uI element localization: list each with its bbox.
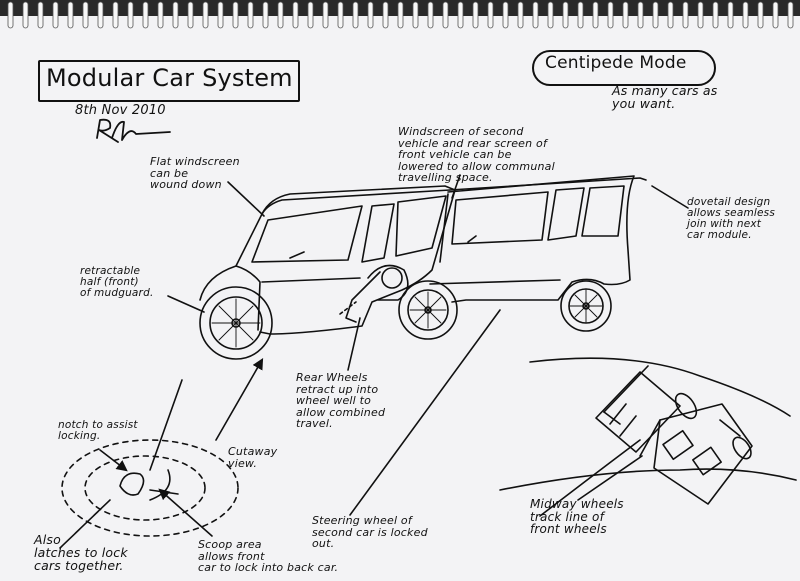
binding-coil bbox=[22, 1, 29, 29]
binding-coil bbox=[787, 1, 794, 29]
lock-detail-diagram bbox=[59, 379, 239, 549]
spiral-binding bbox=[0, 0, 800, 29]
centipede-frame bbox=[532, 50, 716, 86]
rear-wheels-note: Rear Wheels retract up into wheel well t… bbox=[296, 371, 386, 431]
second-car-roof bbox=[449, 177, 647, 191]
signature-mark bbox=[96, 118, 171, 143]
binding-coil bbox=[652, 1, 659, 29]
dovetail-note: dovetail design allows seamless join wit… bbox=[687, 196, 775, 242]
top-view-sketch bbox=[499, 357, 797, 517]
binding-coil bbox=[682, 1, 689, 29]
leader-rear-wheels bbox=[347, 317, 361, 371]
leader-mudguard bbox=[167, 295, 205, 313]
binding-coil bbox=[427, 1, 434, 29]
binding-coil bbox=[112, 1, 119, 29]
binding-coil bbox=[697, 1, 704, 29]
midway-wheels-note: Midway wheels track line of front wheels bbox=[530, 497, 624, 537]
sketch-date: 8th Nov 2010 bbox=[75, 103, 166, 118]
binding-coil bbox=[487, 1, 494, 29]
binding-coil bbox=[592, 1, 599, 29]
binding-coil bbox=[547, 1, 554, 29]
binding-coil bbox=[157, 1, 164, 29]
front-car-door-handle bbox=[289, 251, 305, 259]
front-car-windscreen bbox=[251, 205, 363, 263]
binding-coil bbox=[247, 1, 254, 29]
binding-coil bbox=[517, 1, 524, 29]
binding-coil bbox=[202, 1, 209, 29]
binding-coil bbox=[742, 1, 749, 29]
middle-wheel bbox=[398, 280, 458, 340]
binding-coil bbox=[307, 1, 314, 29]
binding-coil bbox=[277, 1, 284, 29]
binding-coil bbox=[37, 1, 44, 29]
binding-coil bbox=[412, 1, 419, 29]
scoop-note: Scoop area allows front car to lock into… bbox=[198, 538, 339, 575]
mudguard-note: retractable half (front) of mudguard. bbox=[80, 265, 154, 300]
flat-windscreen-note: Flat windscreen can be wound down bbox=[150, 155, 240, 192]
second-car-door-handle bbox=[467, 235, 477, 243]
binding-coil bbox=[562, 1, 569, 29]
binding-coil bbox=[757, 1, 764, 29]
second-car-body bbox=[447, 175, 635, 303]
front-car-rear-window bbox=[395, 195, 447, 257]
binding-coil bbox=[217, 1, 224, 29]
leader-midway bbox=[577, 455, 643, 501]
leader-flat-windscreen bbox=[227, 181, 265, 217]
binding-coil bbox=[262, 1, 269, 29]
leader-cutaway bbox=[215, 358, 264, 441]
binding-coil bbox=[727, 1, 734, 29]
leader-steering bbox=[349, 309, 501, 516]
binding-coil bbox=[52, 1, 59, 29]
binding-coil bbox=[172, 1, 179, 29]
rear-wheel bbox=[560, 280, 612, 332]
front-wheel bbox=[199, 286, 273, 360]
binding-coil bbox=[97, 1, 104, 29]
binding-coil bbox=[712, 1, 719, 29]
binding-coil bbox=[382, 1, 389, 29]
binding-coil bbox=[367, 1, 374, 29]
binding-coil bbox=[322, 1, 329, 29]
notch-note: notch to assist locking. bbox=[58, 419, 138, 443]
binding-coil bbox=[232, 1, 239, 29]
binding-coil bbox=[457, 1, 464, 29]
binding-coil bbox=[532, 1, 539, 29]
front-car-side-window bbox=[361, 203, 395, 263]
binding-coil bbox=[472, 1, 479, 29]
second-car-side-window bbox=[547, 187, 585, 241]
binding-coil bbox=[82, 1, 89, 29]
binding-coil bbox=[7, 1, 14, 29]
windscreen-note: Windscreen of second vehicle and rear sc… bbox=[398, 125, 555, 185]
binding-coil bbox=[67, 1, 74, 29]
centipede-mode-label: Centipede Mode bbox=[545, 53, 687, 73]
binding-coil bbox=[577, 1, 584, 29]
binding-coil bbox=[397, 1, 404, 29]
centipede-note: As many cars as you want. bbox=[612, 83, 718, 112]
page-title: Modular Car System bbox=[46, 64, 293, 92]
binding-coil bbox=[187, 1, 194, 29]
binding-coil bbox=[352, 1, 359, 29]
title-frame bbox=[38, 60, 300, 102]
leader-dovetail bbox=[651, 185, 689, 209]
binding-coil bbox=[667, 1, 674, 29]
binding-coil bbox=[442, 1, 449, 29]
binding-coil bbox=[292, 1, 299, 29]
steering-note: Steering wheel of second car is locked o… bbox=[312, 514, 428, 551]
front-car-body bbox=[199, 185, 456, 335]
cutaway-note: Cutaway view. bbox=[228, 445, 278, 470]
binding-coil bbox=[622, 1, 629, 29]
binding-coil bbox=[637, 1, 644, 29]
binding-coil bbox=[772, 1, 779, 29]
front-car-roofline bbox=[261, 189, 451, 215]
binding-coil bbox=[337, 1, 344, 29]
second-car-front-window bbox=[451, 191, 549, 245]
binding-coil bbox=[502, 1, 509, 29]
latches-note: Also latches to lock cars together. bbox=[34, 532, 128, 574]
binding-coil bbox=[142, 1, 149, 29]
binding-coil bbox=[127, 1, 134, 29]
leader-windscreen-note bbox=[451, 174, 461, 199]
binding-coil bbox=[607, 1, 614, 29]
second-car-rear-window bbox=[581, 185, 625, 237]
